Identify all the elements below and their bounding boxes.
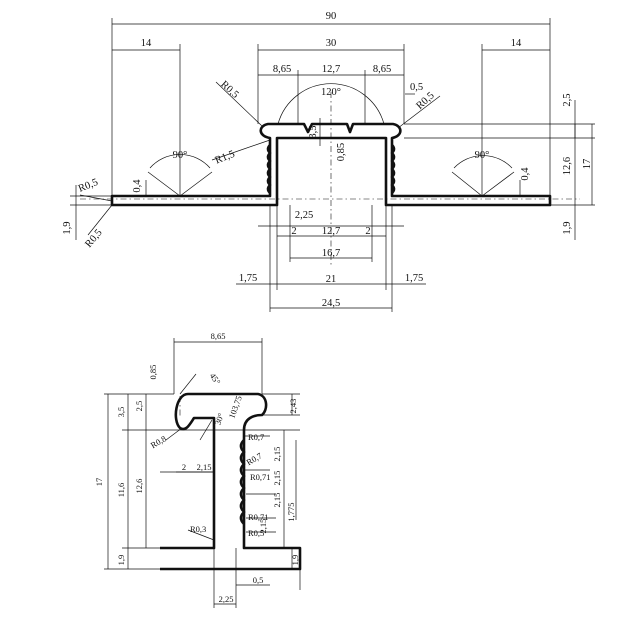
detail-dim-12-6: 12,6 <box>134 479 144 494</box>
dim-12-7-bottom: 12,7 <box>322 226 340 237</box>
detail-r-0-71-a: R0,71 <box>250 472 271 482</box>
label-r-top-right: R0,5 <box>414 90 436 112</box>
dim-2-5-top: 2,5 <box>562 93 573 106</box>
detail-dim-8-65: 8,65 <box>211 331 226 341</box>
detail-r-0-71-b: R0,71 <box>248 512 269 522</box>
top-serration-right <box>390 144 396 194</box>
top-angle-marks <box>79 81 515 236</box>
dim-1-9-right: 1,9 <box>562 221 573 234</box>
dim-head-center: 12,7 <box>322 64 340 75</box>
detail-extension-lines <box>104 338 301 608</box>
label-r-left-a: R1,5 <box>214 149 237 167</box>
detail-dim-2: 2 <box>182 462 186 472</box>
label-angle-right: 90° <box>475 150 490 161</box>
dim-16-7: 16,7 <box>322 248 340 259</box>
top-extension-lines <box>70 18 595 312</box>
dim-gap: 0,5 <box>410 82 423 93</box>
detail-dim-2-15-d: 2,15 <box>258 519 268 534</box>
detail-angle-30: 30° <box>212 412 225 427</box>
dim-1-75-right: 1,75 <box>405 273 423 284</box>
detail-r-0-7-a: R0,7 <box>248 432 264 442</box>
detail-serration <box>239 439 246 525</box>
dim-right-flange: 14 <box>511 38 522 49</box>
dim-head-right: 8,65 <box>373 64 391 75</box>
detail-dim-2-43: 2,43 <box>288 399 298 414</box>
detail-r-0-7-b: R0,7 <box>245 450 264 467</box>
detail-r-0-3: R0,3 <box>190 524 206 534</box>
detail-dim-2-15-h: 2,15 <box>197 462 212 472</box>
dim-2-right-top: 2 <box>365 226 370 237</box>
detail-profile-outline <box>160 392 302 571</box>
detail-dim-1-775: 1,775 <box>286 502 296 521</box>
detail-view: 8,65 0,85 45° 2,5 3,5 103,75 30° 2,43 R0… <box>94 331 302 608</box>
detail-dim-2-15-b: 2,15 <box>272 471 282 486</box>
detail-dim-1-9-right: 1,9 <box>290 555 300 566</box>
detail-dim-103-75: 103,75 <box>226 394 243 419</box>
detail-dim-11-6: 11,6 <box>116 483 126 498</box>
dim-0-85-top: 0,85 <box>336 143 347 161</box>
detail-dim-17: 17 <box>94 478 104 487</box>
dim-12-6-top: 12,6 <box>562 157 573 175</box>
label-r-top-left: R0,5 <box>218 79 240 101</box>
dim-1-9-left: 1,9 <box>62 221 73 234</box>
dim-left-flange: 14 <box>141 38 152 49</box>
detail-dim-1-9-left: 1,9 <box>116 555 126 566</box>
dim-3-5-top: 3,5 <box>308 125 319 138</box>
dim-24-5: 24,5 <box>322 298 340 309</box>
dim-2-25-top: 2,25 <box>295 210 313 221</box>
top-dimension-lines <box>75 23 593 309</box>
label-angle-top: 120° <box>321 87 341 98</box>
dim-overall: 90 <box>326 11 337 22</box>
dim-1-75-left: 1,75 <box>239 273 257 284</box>
dim-thk-left: 0,4 <box>132 179 143 193</box>
dim-2-left-top: 2 <box>291 226 296 237</box>
dim-head-left: 8,65 <box>273 64 291 75</box>
dim-17-top: 17 <box>582 159 593 170</box>
detail-dim-2-25: 2,25 <box>219 594 234 604</box>
dim-thk-right: 0,4 <box>520 167 531 181</box>
dim-head-width: 30 <box>326 38 337 49</box>
detail-dim-2-5: 2,5 <box>134 401 144 412</box>
top-profile-outline <box>110 122 552 207</box>
top-serration-left <box>266 144 272 194</box>
label-r-end-b: R0,5 <box>83 227 104 249</box>
detail-r-0-5: R0,5 <box>248 528 264 538</box>
detail-dim-2-15-a: 2,15 <box>272 447 282 462</box>
detail-dim-0-5: 0,5 <box>253 575 264 585</box>
label-angle-left: 90° <box>173 150 188 161</box>
detail-dim-0-85: 0,85 <box>148 365 158 380</box>
detail-dim-3-5: 3,5 <box>116 407 126 418</box>
detail-r-0-8: R0,8 <box>149 433 168 450</box>
detail-dimension-lines <box>107 341 297 605</box>
detail-dim-2-15-c: 2,15 <box>272 493 282 508</box>
detail-angle-45: 45° <box>208 371 223 386</box>
dim-21: 21 <box>326 274 337 285</box>
label-r-end-a: R0,5 <box>77 177 100 195</box>
top-view: 90 14 14 30 8,65 12,7 8,65 0,5 R0,5 R0,5… <box>62 11 595 312</box>
